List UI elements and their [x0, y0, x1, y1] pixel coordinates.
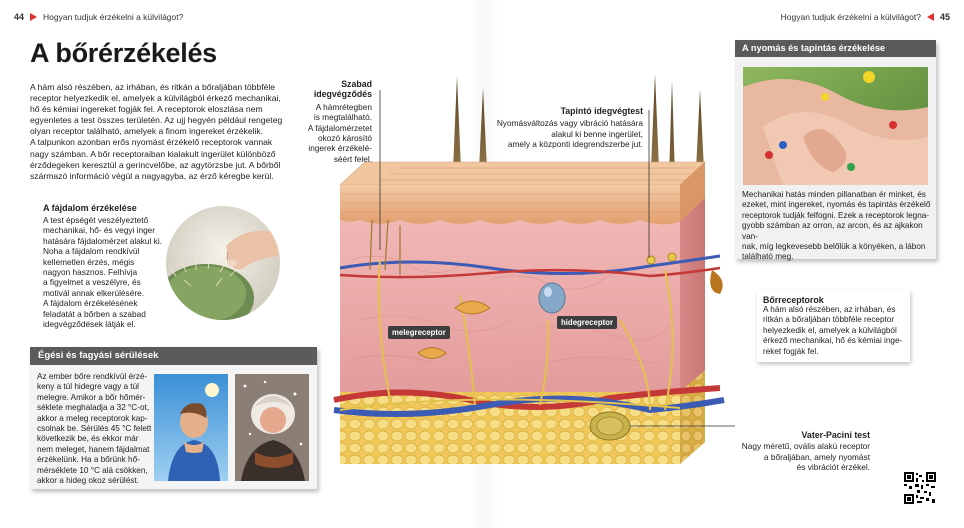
left-page-header: 44 Hogyan tudjuk érzékelni a külvilágot? [14, 12, 183, 22]
left-running-title: Hogyan tudjuk érzékelni a külvilágot? [43, 12, 184, 22]
left-triangle-icon [926, 13, 934, 21]
free-nerve-callout: Szabad idegvégződés A hámrétegben is meg… [286, 79, 372, 164]
skin-cross-section-diagram [320, 70, 745, 480]
free-nerve-title: Szabad idegvégződés [313, 79, 372, 100]
cold-receptor-label: hidegreceptor [557, 316, 617, 329]
pressure-touch-box: A nyomás és tapintás érzékelése Mechanik… [735, 40, 936, 261]
vater-pacini-callout: Vater-Pacini test Nagy méretű, ovális al… [726, 430, 870, 473]
tactile-text: Nyomásváltozás vagy vibráció hatására al… [496, 118, 643, 150]
pressure-box-text: Mechanikai hatás minden pillanatban ér m… [742, 190, 931, 262]
cactus-finger-photo [166, 206, 280, 320]
burns-box-title: Égési és fagyási sérülések [30, 347, 317, 365]
pain-section-text: A test épségét veszélyeztető mechanikai,… [43, 215, 162, 330]
left-page-number: 44 [14, 12, 25, 22]
free-nerve-text: A hámrétegben is megtalálható. A fájdalo… [307, 101, 372, 164]
burns-box-text: Az ember bőre rendkívül érzé- keny a túl… [37, 372, 152, 486]
page-title: A bőrérzékelés [30, 38, 217, 68]
skin-receptors-title: Bőrreceptorok [763, 295, 824, 305]
right-running-title: Hogyan tudjuk érzékelni a külvilágot? [780, 12, 921, 22]
snow-child-photo [235, 374, 309, 481]
intro-paragraph: A hám alsó részében, az irhában, és ritk… [30, 82, 283, 181]
pressure-box-title: A nyomás és tapintás érzékelése [735, 40, 936, 57]
pain-section-title: A fájdalom érzékelése [43, 203, 137, 213]
right-page-number: 45 [939, 12, 950, 22]
qr-code-icon [904, 472, 936, 504]
right-page-header: Hogyan tudjuk érzékelni a külvilágot? 45 [781, 12, 950, 22]
skin-receptors-text: A hám alsó részében, az irhában, és ritk… [763, 305, 903, 356]
painted-hands-photo [743, 67, 928, 185]
tactile-callout: Tapintó idegvégtest Nyomásváltozás vagy … [470, 106, 643, 150]
vater-pacini-text: Nagy méretű, ovális alakú receptor a bőr… [741, 441, 870, 473]
tactile-title: Tapintó idegvégtest [560, 106, 643, 116]
right-triangle-icon [30, 13, 38, 21]
warm-receptor-label: melegreceptor [388, 326, 450, 339]
sun-child-photo [154, 374, 228, 481]
vater-pacini-title: Vater-Pacini test [801, 430, 870, 440]
skin-receptors-box: Bőrreceptorok A hám alsó részében, az ir… [757, 290, 910, 362]
burns-box: Égési és fagyási sérülések Az ember bőre… [30, 347, 317, 489]
